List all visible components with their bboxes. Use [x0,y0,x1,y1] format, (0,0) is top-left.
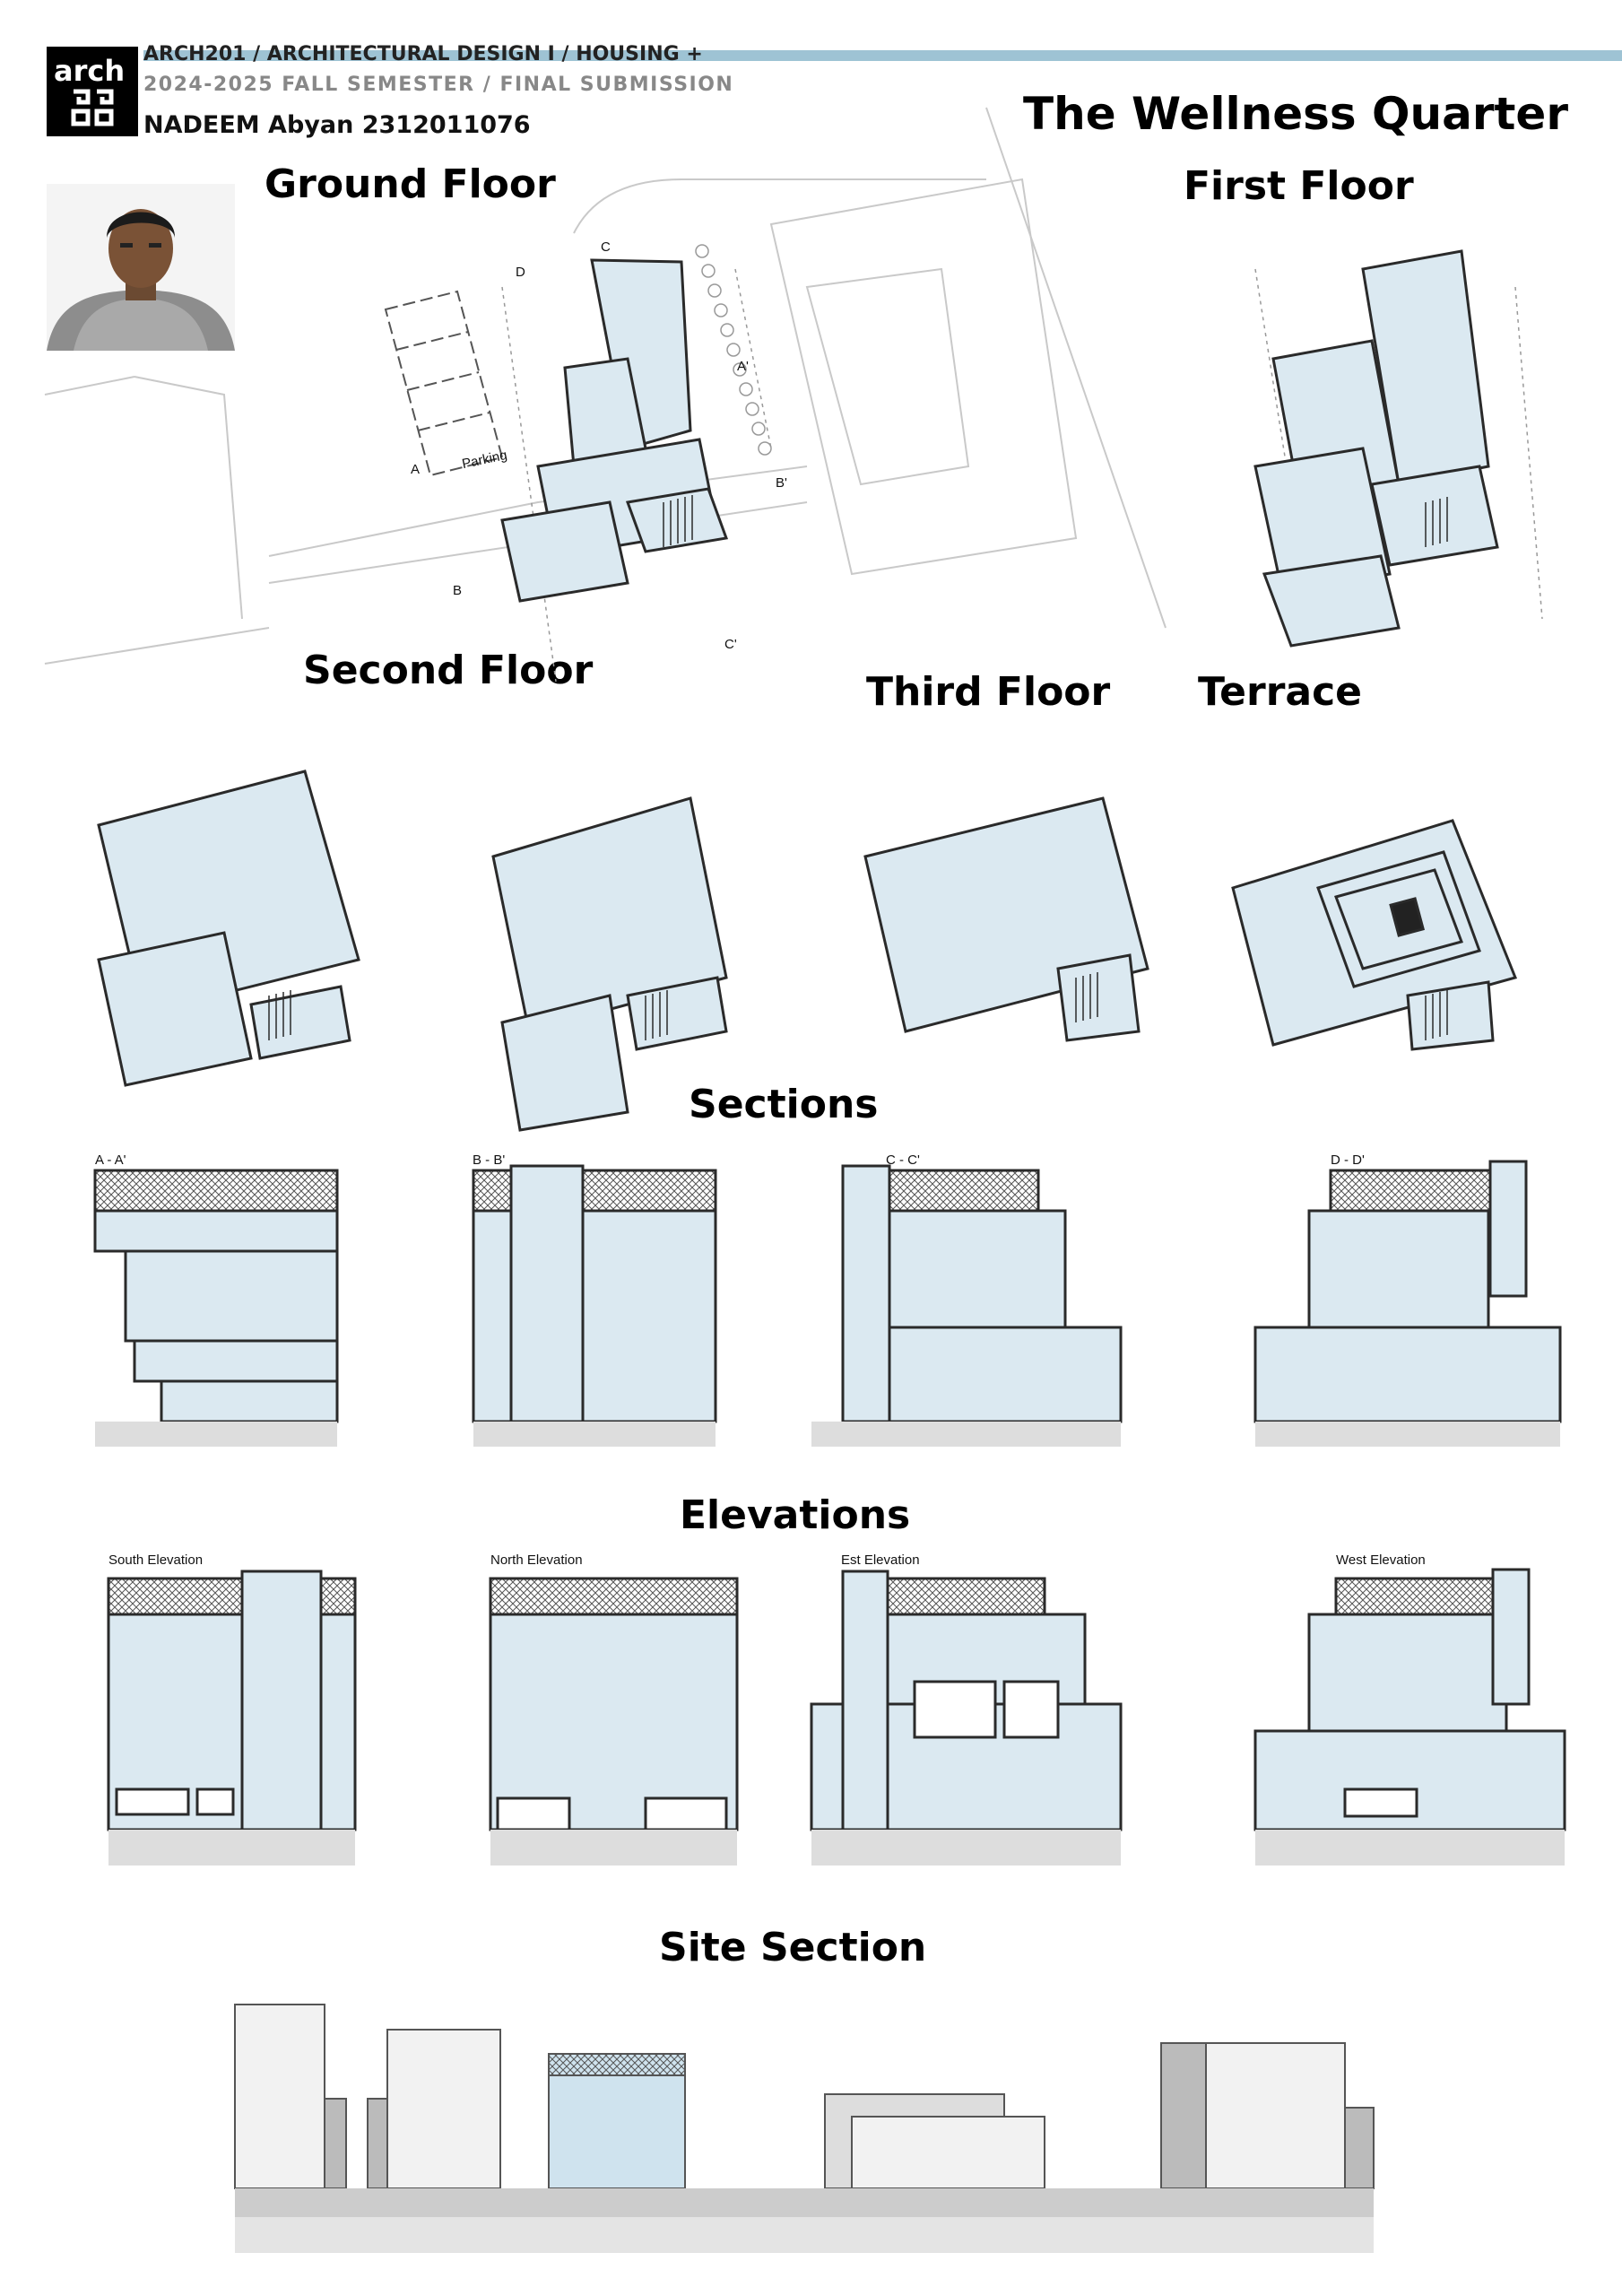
section-bb [472,1164,717,1423]
elevation-label-north: North Elevation [490,1552,583,1568]
site-building-2 [367,2029,501,2189]
terrace-plan [1231,819,1518,1051]
third-floor-title: Third Floor [866,669,1111,715]
section-dd [1253,1160,1562,1423]
elevations-title: Elevations [680,1492,911,1538]
marker-c: C [601,239,611,255]
marker-c-prime: C' [724,637,737,652]
logo-glyph [71,89,114,126]
semester-line: 2024-2025 FALL SEMESTER / FINAL SUBMISSI… [143,74,734,96]
section-label-bb: B - B' [473,1152,506,1168]
marker-b: B [453,583,463,598]
terrace-title: Terrace [1198,669,1363,715]
site-building-5 [1160,2042,1375,2189]
third-floor-plan [863,796,1149,1042]
header-accent-bar [143,50,1622,61]
ground-floor-title: Ground Floor [265,161,556,207]
section-cc [841,1164,1123,1423]
elevation-label-east: Est Elevation [841,1552,920,1568]
logo-text: arch [54,54,125,88]
marker-a: A [411,462,421,477]
student-photo [47,184,235,351]
west-elevation [1253,1568,1566,1831]
marker-a-prime: A' [737,359,749,374]
sections-title: Sections [689,1082,879,1127]
course-title: ARCH201 / ARCHITECTURAL DESIGN I / HOUSI… [143,43,703,65]
second-floor-title: Second Floor [303,648,594,693]
ground-floor-plan [500,258,729,603]
marker-d: D [516,265,525,280]
arch-logo-mark: arch [54,54,125,126]
marker-b-prime: B' [776,475,787,491]
site-section-title: Site Section [659,1925,927,1970]
second-floor-plan [97,770,360,1087]
section-label-aa: A - A' [95,1152,126,1168]
section-aa [93,1169,339,1423]
project-title: The Wellness Quarter [1023,88,1568,140]
site-building-4 [824,2093,1045,2189]
section-label-dd: D - D' [1331,1152,1365,1168]
section-label-cc: C - C' [886,1152,920,1168]
site-building-project [548,2053,686,2189]
elevation-label-south: South Elevation [108,1552,204,1568]
student-name: NADEEM Abyan 2312011076 [143,111,531,139]
first-floor-title: First Floor [1184,163,1414,209]
elevation-label-west: West Elevation [1336,1552,1426,1568]
first-floor-plan [1253,249,1499,648]
site-building-1 [234,2004,347,2189]
south-elevation [107,1570,357,1831]
north-elevation [489,1577,739,1831]
arch-logo: arch [47,47,138,136]
east-elevation [810,1570,1123,1831]
